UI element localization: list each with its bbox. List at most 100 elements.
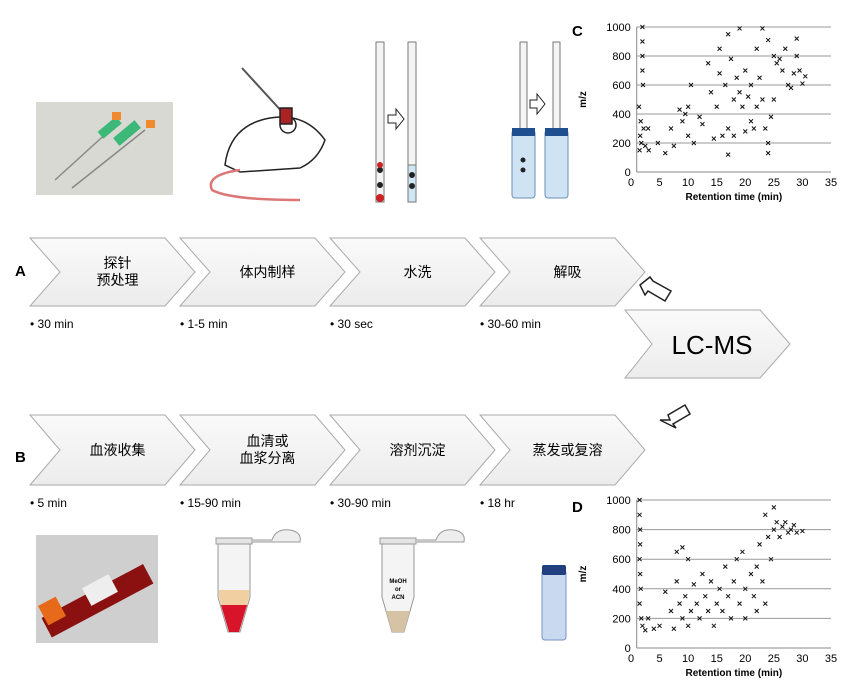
data-point: [682, 111, 688, 117]
data-point: [640, 68, 645, 73]
data-point: [734, 75, 740, 81]
data-point: [788, 85, 794, 91]
data-point: [708, 579, 714, 584]
data-point: [691, 582, 697, 587]
data-point: [697, 114, 702, 120]
data-point: [737, 601, 742, 606]
data-point: [711, 623, 717, 629]
label-c: C: [572, 23, 583, 40]
vial: [541, 565, 567, 641]
data-point: [646, 147, 652, 153]
x-axis-label: Retention time (min): [686, 668, 783, 679]
label-d: D: [572, 499, 583, 516]
label-a: A: [15, 263, 26, 280]
process-step-chevron: [28, 237, 196, 307]
data-point: [760, 97, 765, 102]
data-point: [688, 608, 694, 614]
data-point: [800, 81, 805, 86]
process-step-chevron: [178, 414, 346, 486]
data-point: [645, 616, 651, 621]
data-point: [655, 140, 661, 146]
data-point: [742, 129, 748, 134]
step-label: 水洗: [404, 264, 432, 280]
data-point: [671, 143, 677, 149]
x-tick-label: 35: [825, 653, 837, 665]
data-point: [674, 549, 680, 555]
data-point: [757, 75, 762, 81]
data-point: [714, 104, 720, 110]
data-point: [640, 82, 646, 88]
y-tick-label: 800: [612, 51, 630, 63]
data-point: [705, 608, 711, 614]
data-point: [725, 593, 731, 599]
data-point: [742, 586, 748, 592]
data-point: [680, 545, 685, 550]
data-point: [768, 114, 774, 120]
data-point: [751, 126, 757, 131]
data-point: [725, 31, 731, 37]
data-point: [637, 527, 643, 532]
needles-photo: [36, 102, 173, 195]
data-point: [774, 519, 780, 525]
data-point: [637, 512, 642, 518]
step-duration: • 30-90 min: [330, 496, 391, 510]
data-point: [802, 73, 808, 79]
data-point: [637, 601, 642, 606]
y-tick-label: 200: [612, 613, 630, 625]
data-point: [762, 126, 768, 131]
data-point: [782, 519, 788, 525]
data-point: [637, 147, 642, 153]
step-duration: • 30 sec: [330, 317, 373, 331]
data-point: [791, 522, 797, 528]
y-tick-label: 1000: [606, 22, 630, 34]
data-point: [800, 528, 805, 534]
lcms-label: LC-MS: [672, 330, 753, 360]
data-point: [774, 60, 780, 66]
data-point: [745, 94, 751, 99]
centrifuge-tube-serum: [215, 529, 301, 633]
x-tick-label: 10: [682, 177, 694, 189]
step-label: 血浆分离: [240, 450, 296, 466]
data-point: [711, 136, 717, 142]
data-point: [700, 121, 705, 127]
data-point: [677, 107, 682, 113]
data-point: [668, 126, 674, 131]
x-tick-label: 0: [628, 653, 634, 665]
data-point: [640, 39, 645, 44]
data-point: [720, 133, 725, 139]
data-point: [668, 608, 674, 614]
data-point: [685, 623, 691, 629]
data-point: [768, 556, 774, 562]
data-point: [705, 60, 711, 66]
data-point: [645, 126, 651, 131]
arrow-down-right-icon: [639, 275, 673, 303]
y-axis-label: m/z: [578, 91, 589, 108]
step-duration: • 5 min: [30, 496, 67, 510]
data-point: [691, 140, 697, 146]
data-point: [717, 46, 722, 52]
x-tick-label: 30: [796, 653, 808, 665]
data-point: [771, 505, 777, 510]
data-point: [638, 616, 644, 621]
process-step-chevron: [328, 237, 496, 307]
data-point: [754, 104, 760, 110]
step-label: 蒸发或复溶: [533, 442, 603, 458]
tube-label-line: or: [395, 587, 402, 593]
y-tick-label: 400: [612, 584, 630, 596]
data-point: [777, 534, 782, 540]
step-label: 溶剂沉淀: [390, 442, 446, 458]
data-point: [765, 37, 771, 43]
data-point: [771, 97, 777, 102]
data-point: [728, 56, 734, 62]
tube-label-line: ACN: [392, 595, 405, 601]
process-step-chevron: [478, 237, 646, 307]
data-point: [760, 26, 765, 31]
data-point: [757, 542, 762, 547]
step-duration: • 30 min: [30, 317, 74, 331]
data-point: [734, 556, 740, 562]
step-duration: • 1-5 min: [180, 317, 228, 331]
x-tick-label: 5: [657, 653, 663, 665]
data-point: [725, 152, 731, 157]
y-tick-label: 600: [612, 80, 630, 92]
